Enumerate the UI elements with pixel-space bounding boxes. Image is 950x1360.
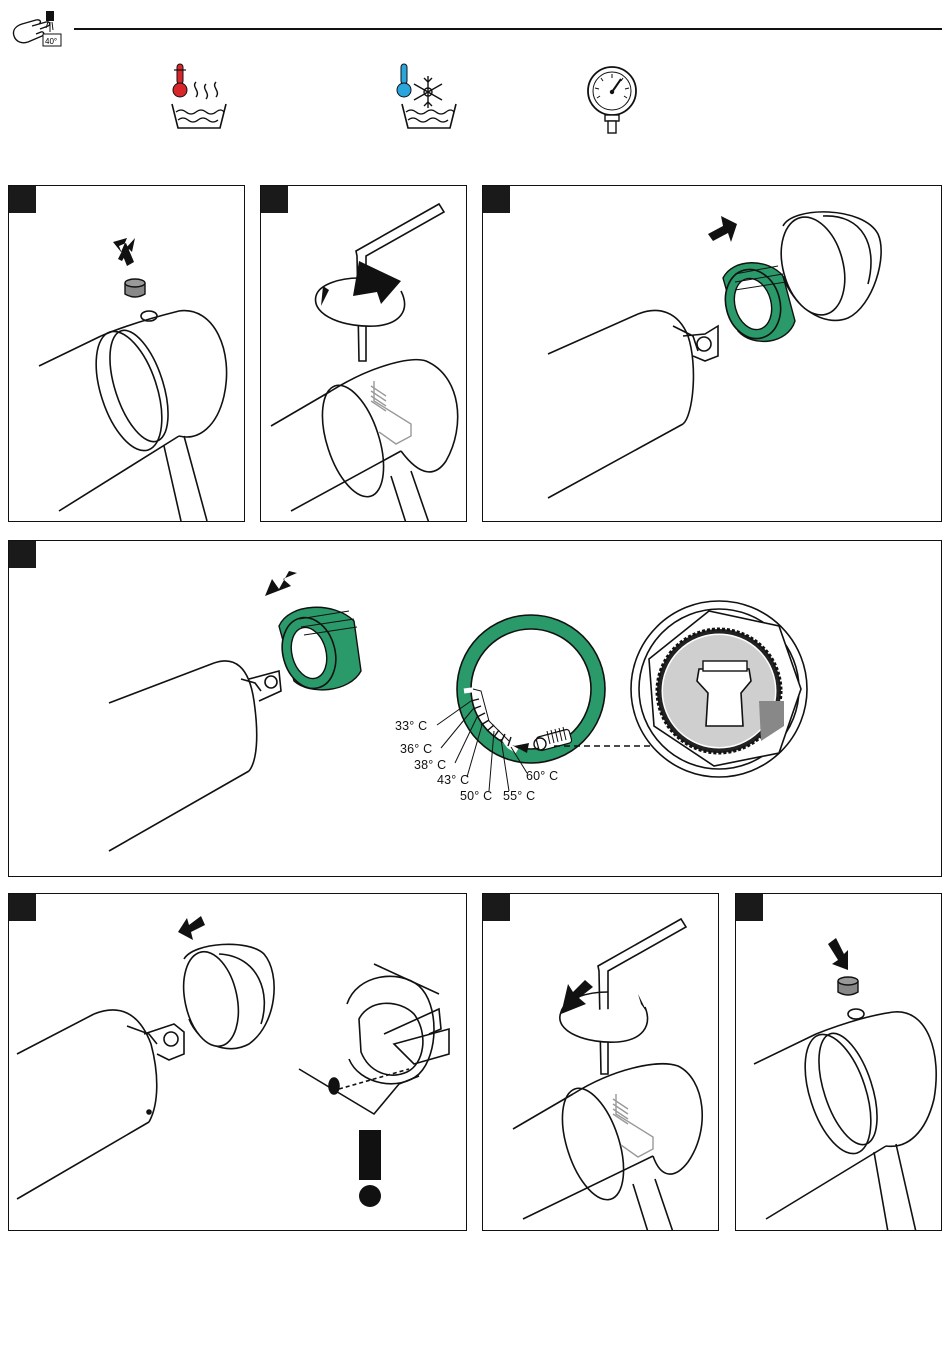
temp-label-43: 43° C xyxy=(437,773,469,787)
set-temperature-ring-step: 33° C 36° C 38° C 43° C 50° C 55° C 60° … xyxy=(8,540,942,877)
insert-cap-step xyxy=(735,893,942,1231)
rotation-arrow xyxy=(560,980,648,1042)
pull-off-illustration xyxy=(483,186,942,522)
temp-label-36: 36° C xyxy=(400,742,432,756)
warning-exclamation-icon xyxy=(359,1130,381,1207)
temperature-ring-illustration xyxy=(9,541,942,877)
cold-water-icon xyxy=(392,62,464,136)
refit-sleeve-illustration xyxy=(9,894,467,1231)
temp-label-33: 33° C xyxy=(395,719,427,733)
hex-key-loosen-illustration xyxy=(261,186,467,522)
hex-key-ghost xyxy=(371,381,411,444)
pull-off-sleeve-and-ring-step xyxy=(482,185,942,522)
detail-view xyxy=(299,964,449,1114)
hex-key-tighten-illustration xyxy=(483,894,719,1231)
hot-water-icon xyxy=(162,62,234,136)
header-hand-thermometer-icon: 40° xyxy=(10,8,64,50)
sleeve-ring xyxy=(176,944,275,1051)
refit-sleeve-step xyxy=(8,893,467,1231)
cap-piece xyxy=(125,279,145,297)
hex-key-loosen-step xyxy=(260,185,467,522)
temp-label-50: 50° C xyxy=(460,789,492,803)
temperature-scale-ring xyxy=(457,615,605,763)
hex-key-tighten-step xyxy=(482,893,719,1231)
header-rule xyxy=(74,28,942,30)
temp-label-55: 55° C xyxy=(503,789,535,803)
insert-cap-illustration xyxy=(736,894,942,1231)
pressure-gauge-icon xyxy=(584,64,640,136)
temp-label-38: 38° C xyxy=(414,758,446,772)
remove-cap-illustration xyxy=(9,186,245,522)
cap-piece xyxy=(838,977,858,995)
magnified-detail xyxy=(631,601,807,777)
remove-cap-step xyxy=(8,185,245,522)
rotation-arrow xyxy=(316,261,405,326)
temp-label-60: 60° C xyxy=(526,769,558,783)
header-40-label: 40° xyxy=(45,37,57,46)
green-thermo-ring xyxy=(275,607,361,694)
